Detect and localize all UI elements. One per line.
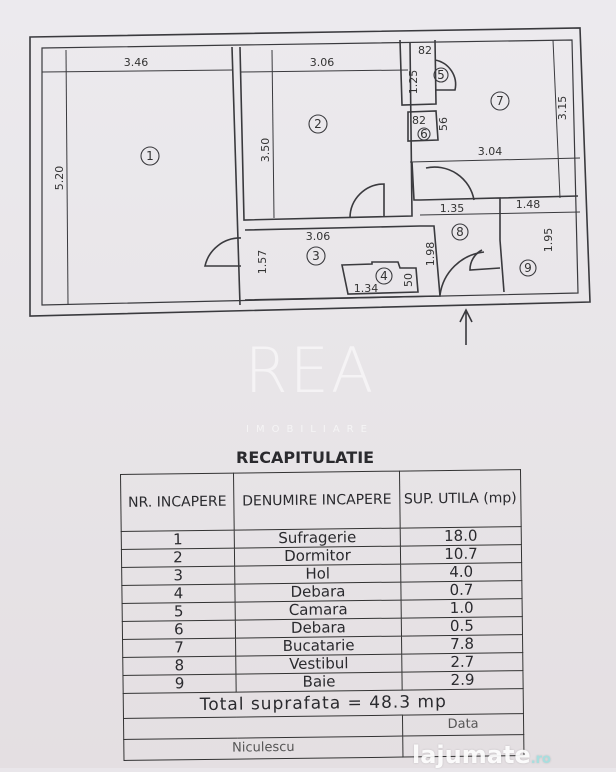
cell-nr: 8	[122, 656, 236, 676]
entrance-arrow-icon	[459, 308, 473, 345]
cell-area: 10.7	[400, 544, 522, 565]
cell-name: Hol	[234, 564, 401, 585]
dimension: 1.35	[440, 202, 465, 215]
dimension: 1.48	[516, 198, 541, 211]
watermark-subtext: IMOBILIARE	[246, 424, 374, 435]
cell-name: Camara	[235, 600, 402, 621]
dim-line	[552, 39, 561, 199]
room-9-wall	[499, 239, 505, 293]
dim-line	[271, 49, 275, 219]
dimension: 1.57	[256, 250, 269, 275]
door-arc	[349, 183, 385, 219]
cell-nr: 9	[122, 674, 237, 694]
cell-name: Bucatarie	[235, 636, 402, 657]
cell-nr: 2	[121, 548, 235, 568]
cell-name: Dormitor	[234, 546, 401, 567]
cell-name: Baie	[235, 672, 403, 693]
room-number: 9	[524, 261, 532, 275]
wall	[419, 195, 579, 240]
dimension: 3.15	[556, 96, 569, 121]
room-number: 7	[496, 94, 504, 108]
cell-area: 2.9	[401, 670, 524, 691]
dimension: 1.34	[354, 282, 379, 295]
room-number: 4	[380, 269, 388, 283]
door-arc	[469, 249, 501, 271]
dimension: 3.46	[124, 56, 149, 69]
table-header: NR. INCAPERE DENUMIRE INCAPERE SUP. UTIL…	[120, 469, 522, 532]
floor-plan: 1 2 3 4 5 6 7 8 9 3.46 5.20 3.06 3.50 3.…	[29, 27, 591, 345]
dim-line	[41, 69, 233, 73]
room-3-wall	[244, 225, 441, 301]
dimension: 3.06	[306, 230, 331, 243]
header-area: SUP. UTILA (mp)	[399, 469, 522, 529]
cell-area: 7.8	[401, 634, 523, 655]
dimension: 3.04	[478, 145, 503, 158]
cell-nr: 3	[121, 566, 235, 586]
cell-nr: 1	[121, 530, 235, 550]
wall	[411, 161, 420, 201]
room-2-wall	[239, 41, 413, 221]
cell-nr: 5	[122, 602, 236, 622]
dimension: 1.98	[424, 242, 437, 267]
cell-nr: 7	[122, 638, 236, 658]
brand-tld: .ro	[530, 752, 551, 767]
door-arc	[203, 237, 242, 267]
cell-area: 2.7	[401, 652, 523, 673]
room-number: 3	[312, 249, 320, 263]
watermark-logo: REA	[244, 334, 376, 407]
summary-table: NR. INCAPERE DENUMIRE INCAPERE SUP. UTIL…	[120, 469, 524, 761]
room-number: 8	[456, 225, 464, 239]
cell-area: 1.0	[401, 598, 523, 619]
room-6-wall	[407, 110, 439, 142]
lajumate-watermark: lajumate.ro	[412, 743, 551, 772]
cell-nr: 6	[122, 620, 236, 640]
cell-name: Debara	[234, 582, 402, 603]
outer-wall	[29, 27, 591, 317]
room-number: 6	[420, 127, 428, 141]
dimension: 50	[402, 273, 415, 287]
brand-name: lajumate	[412, 741, 531, 769]
dim-line	[419, 211, 581, 216]
dimension: 5.20	[53, 166, 66, 191]
dimension: 82	[418, 44, 432, 57]
inner-wall	[41, 39, 579, 306]
cell-area: 0.5	[401, 616, 523, 637]
dimension: 3.06	[310, 56, 335, 69]
dim-line	[65, 49, 69, 305]
room-number: 2	[314, 117, 322, 131]
footer-name: Niculescu	[123, 736, 403, 761]
room-number: 1	[146, 149, 154, 163]
door-arc	[439, 251, 485, 296]
dimension: 82	[412, 114, 426, 127]
summary-title: RECAPITULATIE	[236, 448, 375, 467]
door-arc	[425, 166, 475, 201]
dimension: 56	[437, 117, 450, 131]
cell-nr: 4	[121, 584, 236, 604]
dimension: 1.95	[542, 228, 555, 253]
cell-area: 4.0	[400, 562, 522, 583]
wall	[231, 46, 241, 306]
dim-line	[239, 69, 409, 73]
dimension: 1.25	[407, 70, 420, 95]
room-number: 5	[437, 68, 445, 82]
dimension: 3.50	[259, 138, 272, 163]
header-name: DENUMIRE INCAPERE	[233, 471, 401, 531]
footer-date-label: Data	[402, 713, 524, 737]
room-4-wall	[341, 261, 419, 295]
header-nr: NR. INCAPERE	[120, 473, 235, 532]
cell-name: Sufragerie	[234, 528, 401, 549]
room-5-wall	[399, 39, 437, 106]
cell-area: 18.0	[400, 526, 522, 547]
door-arc	[434, 59, 457, 91]
cell-area: 0.7	[400, 580, 523, 601]
dim-line	[409, 157, 581, 163]
cell-name: Debara	[235, 618, 402, 639]
cell-name: Vestibul	[235, 654, 402, 675]
